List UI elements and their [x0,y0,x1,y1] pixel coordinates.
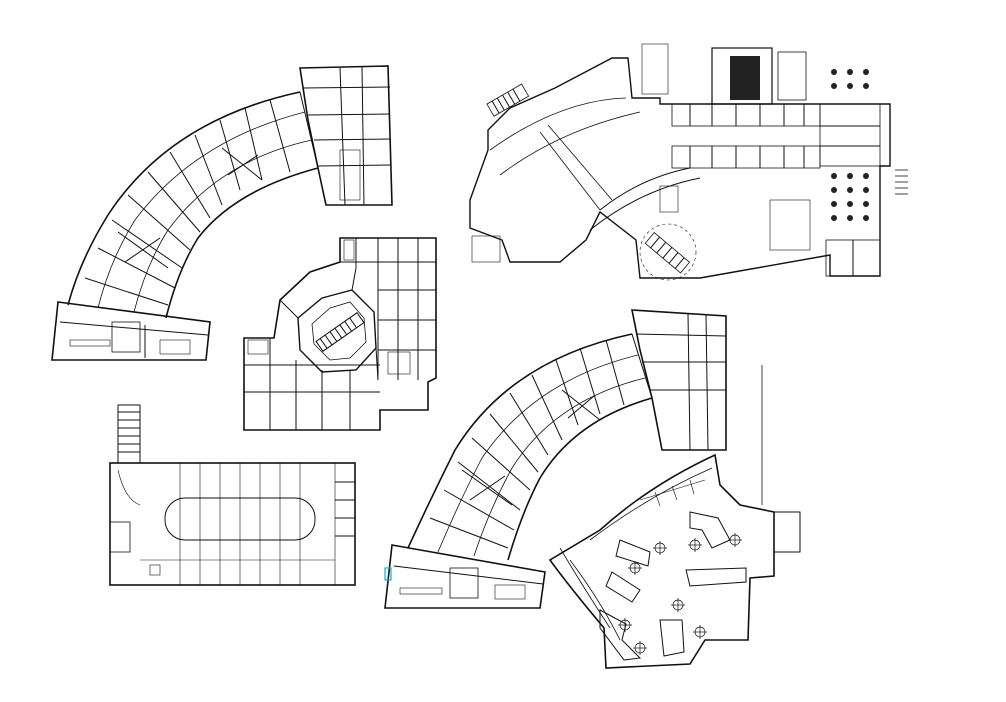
food-court-plan-bottom-right [548,453,801,669]
escalator-hall-plan-center [243,237,437,431]
auditorium-seating [730,56,760,100]
parking-plan-bottom-left [109,404,356,586]
ground-floor-plan-top-right [469,43,908,281]
restaurant-tables [831,69,869,221]
curved-wing-plan-bottom-right [384,309,763,609]
cyan-marker [384,567,392,581]
curved-wing-plan-top-left [51,65,393,361]
